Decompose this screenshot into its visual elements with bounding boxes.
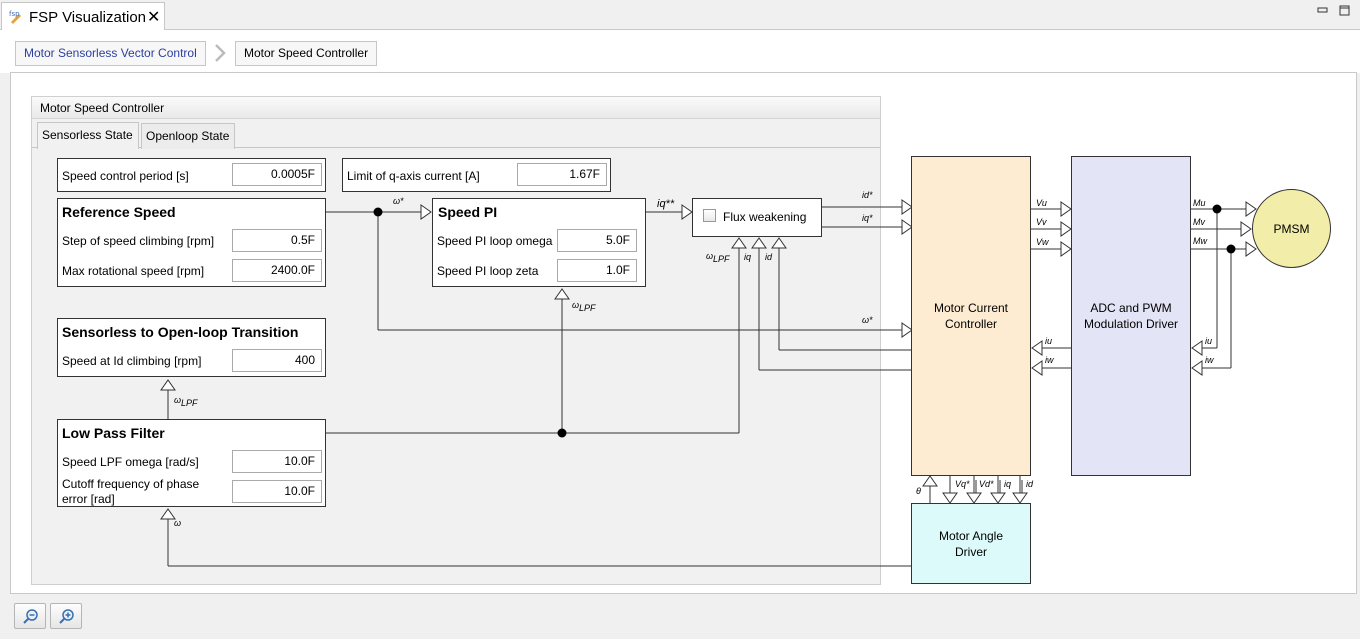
sig-vq-star: Vq* — [955, 479, 970, 489]
breadcrumb-item-speed-controller[interactable]: Motor Speed Controller — [235, 41, 378, 66]
motor-angle-driver[interactable]: Motor Angle Driver — [911, 503, 1031, 584]
view-tab-bar — [0, 0, 1360, 30]
sig-id-star: id* — [862, 190, 873, 200]
id-climbing-label: Speed at Id climbing [rpm] — [62, 354, 202, 368]
transition-block: Sensorless to Open-loop Transition Speed… — [57, 318, 326, 377]
zoom-in-icon — [59, 608, 75, 627]
sig-vu: Vu — [1036, 198, 1047, 208]
pmsm-motor[interactable]: PMSM — [1252, 189, 1331, 268]
speed-pi-block: Speed PI Speed PI loop omega 5.0F Speed … — [432, 198, 646, 287]
minimize-icon[interactable] — [1316, 4, 1330, 16]
adc-pwm-driver-label: ADC and PWM Modulation Driver — [1083, 301, 1179, 331]
breadcrumb: Motor Sensorless Vector Control Motor Sp… — [0, 30, 1360, 73]
sig-iu-adc: iu — [1205, 336, 1213, 346]
speed-control-period-box: Speed control period [s] 0.0005F — [57, 158, 326, 192]
sig-theta: θ — [916, 486, 921, 496]
sig-iq-angle: iq — [1004, 479, 1012, 489]
tab-underline — [32, 147, 880, 148]
panel-header: Motor Speed Controller — [32, 97, 880, 119]
sig-omega-star-1: ω* — [393, 196, 404, 206]
sig-mu: Mu — [1193, 198, 1206, 208]
bottom-toolbar — [0, 596, 1360, 639]
sig-mw: Mw — [1193, 236, 1207, 246]
sig-iw-adc: iw — [1205, 355, 1214, 365]
limit-q-current-box: Limit of q-axis current [A] 1.67F — [342, 158, 611, 192]
fsp-icon: fsp — [9, 9, 25, 28]
sig-id-flux: id — [765, 252, 773, 262]
lpf-omega-input[interactable]: 10.0F — [232, 450, 322, 473]
sig-id-angle: id — [1026, 479, 1034, 489]
speed-pi-title: Speed PI — [438, 204, 498, 220]
sig-omega-lpf-trans: ωLPF — [174, 395, 198, 408]
zoom-in-button[interactable] — [50, 603, 82, 629]
tab-fsp-visualization[interactable]: fsp FSP Visualization ✕ — [1, 2, 165, 31]
motor-angle-driver-label: Motor Angle Driver — [938, 528, 1004, 559]
speed-control-period-label: Speed control period [s] — [62, 169, 189, 183]
flux-weakening-block: Flux weakening — [692, 198, 822, 237]
speed-pi-zeta-input[interactable]: 1.0F — [557, 259, 637, 282]
sig-omega-lpf-flux: ωLPF — [706, 251, 730, 264]
tab-sensorless-state[interactable]: Sensorless State — [37, 122, 139, 149]
speed-pi-zeta-label: Speed PI loop zeta — [437, 264, 539, 278]
lpf-omega-label: Speed LPF omega [rad/s] — [62, 455, 199, 469]
max-speed-input[interactable]: 2400.0F — [232, 259, 322, 282]
panel-title: Motor Speed Controller — [40, 101, 165, 115]
sig-omega-lpf-pi: ωLPF — [572, 300, 596, 313]
sig-vw: Vw — [1036, 237, 1049, 247]
sig-omega-star-2: ω* — [862, 315, 873, 325]
sig-vd-star: Vd* — [979, 479, 994, 489]
id-climbing-input[interactable]: 400 — [232, 349, 322, 372]
sig-mv: Mv — [1193, 217, 1205, 227]
transition-title: Sensorless to Open-loop Transition — [62, 324, 299, 340]
motor-current-controller[interactable]: Motor Current Controller — [911, 156, 1031, 476]
flux-weakening-checkbox[interactable] — [703, 209, 716, 222]
speed-control-period-input[interactable]: 0.0005F — [232, 163, 322, 186]
sig-iq-star: iq* — [862, 213, 873, 223]
view-tab-title: FSP Visualization — [29, 9, 147, 26]
lpf-title: Low Pass Filter — [62, 425, 165, 441]
adc-pwm-driver[interactable]: ADC and PWM Modulation Driver — [1071, 156, 1191, 476]
sig-iu-mcc: iu — [1045, 336, 1053, 346]
motor-current-controller-label: Motor Current Controller — [933, 301, 1009, 331]
zoom-out-icon — [23, 608, 39, 627]
sig-iw-mcc: iw — [1045, 355, 1054, 365]
sig-omega: ω — [174, 518, 182, 528]
close-icon[interactable]: ✕ — [147, 9, 161, 26]
maximize-icon[interactable] — [1338, 4, 1352, 16]
sig-iq-flux: iq — [744, 252, 752, 262]
reference-speed-title: Reference Speed — [62, 204, 176, 220]
svg-text:fsp: fsp — [9, 10, 20, 18]
cutoff-label: Cutoff frequency of phase error [rad] — [62, 477, 200, 506]
sig-vv: Vv — [1036, 217, 1047, 227]
reference-speed-block: Reference Speed Step of speed climbing [… — [57, 198, 326, 287]
max-speed-label: Max rotational speed [rpm] — [62, 264, 205, 278]
lpf-block: Low Pass Filter Speed LPF omega [rad/s] … — [57, 419, 326, 507]
speed-pi-omega-label: Speed PI loop omega — [437, 234, 553, 248]
flux-weakening-label: Flux weakening — [723, 210, 807, 224]
step-speed-label: Step of speed climbing [rpm] — [62, 234, 215, 248]
cutoff-input[interactable]: 10.0F — [232, 480, 322, 503]
chevron-right-icon — [213, 41, 227, 68]
sig-iq-star2: iq** — [657, 198, 675, 210]
tab-openloop-state[interactable]: Openloop State — [141, 123, 235, 149]
limit-q-current-label: Limit of q-axis current [A] — [347, 169, 480, 183]
speed-pi-omega-input[interactable]: 5.0F — [557, 229, 637, 252]
breadcrumb-item-motor-sensorless[interactable]: Motor Sensorless Vector Control — [15, 41, 206, 66]
zoom-out-button[interactable] — [14, 603, 46, 629]
step-speed-input[interactable]: 0.5F — [232, 229, 322, 252]
limit-q-current-input[interactable]: 1.67F — [517, 163, 607, 186]
pmsm-label: PMSM — [1273, 221, 1310, 236]
